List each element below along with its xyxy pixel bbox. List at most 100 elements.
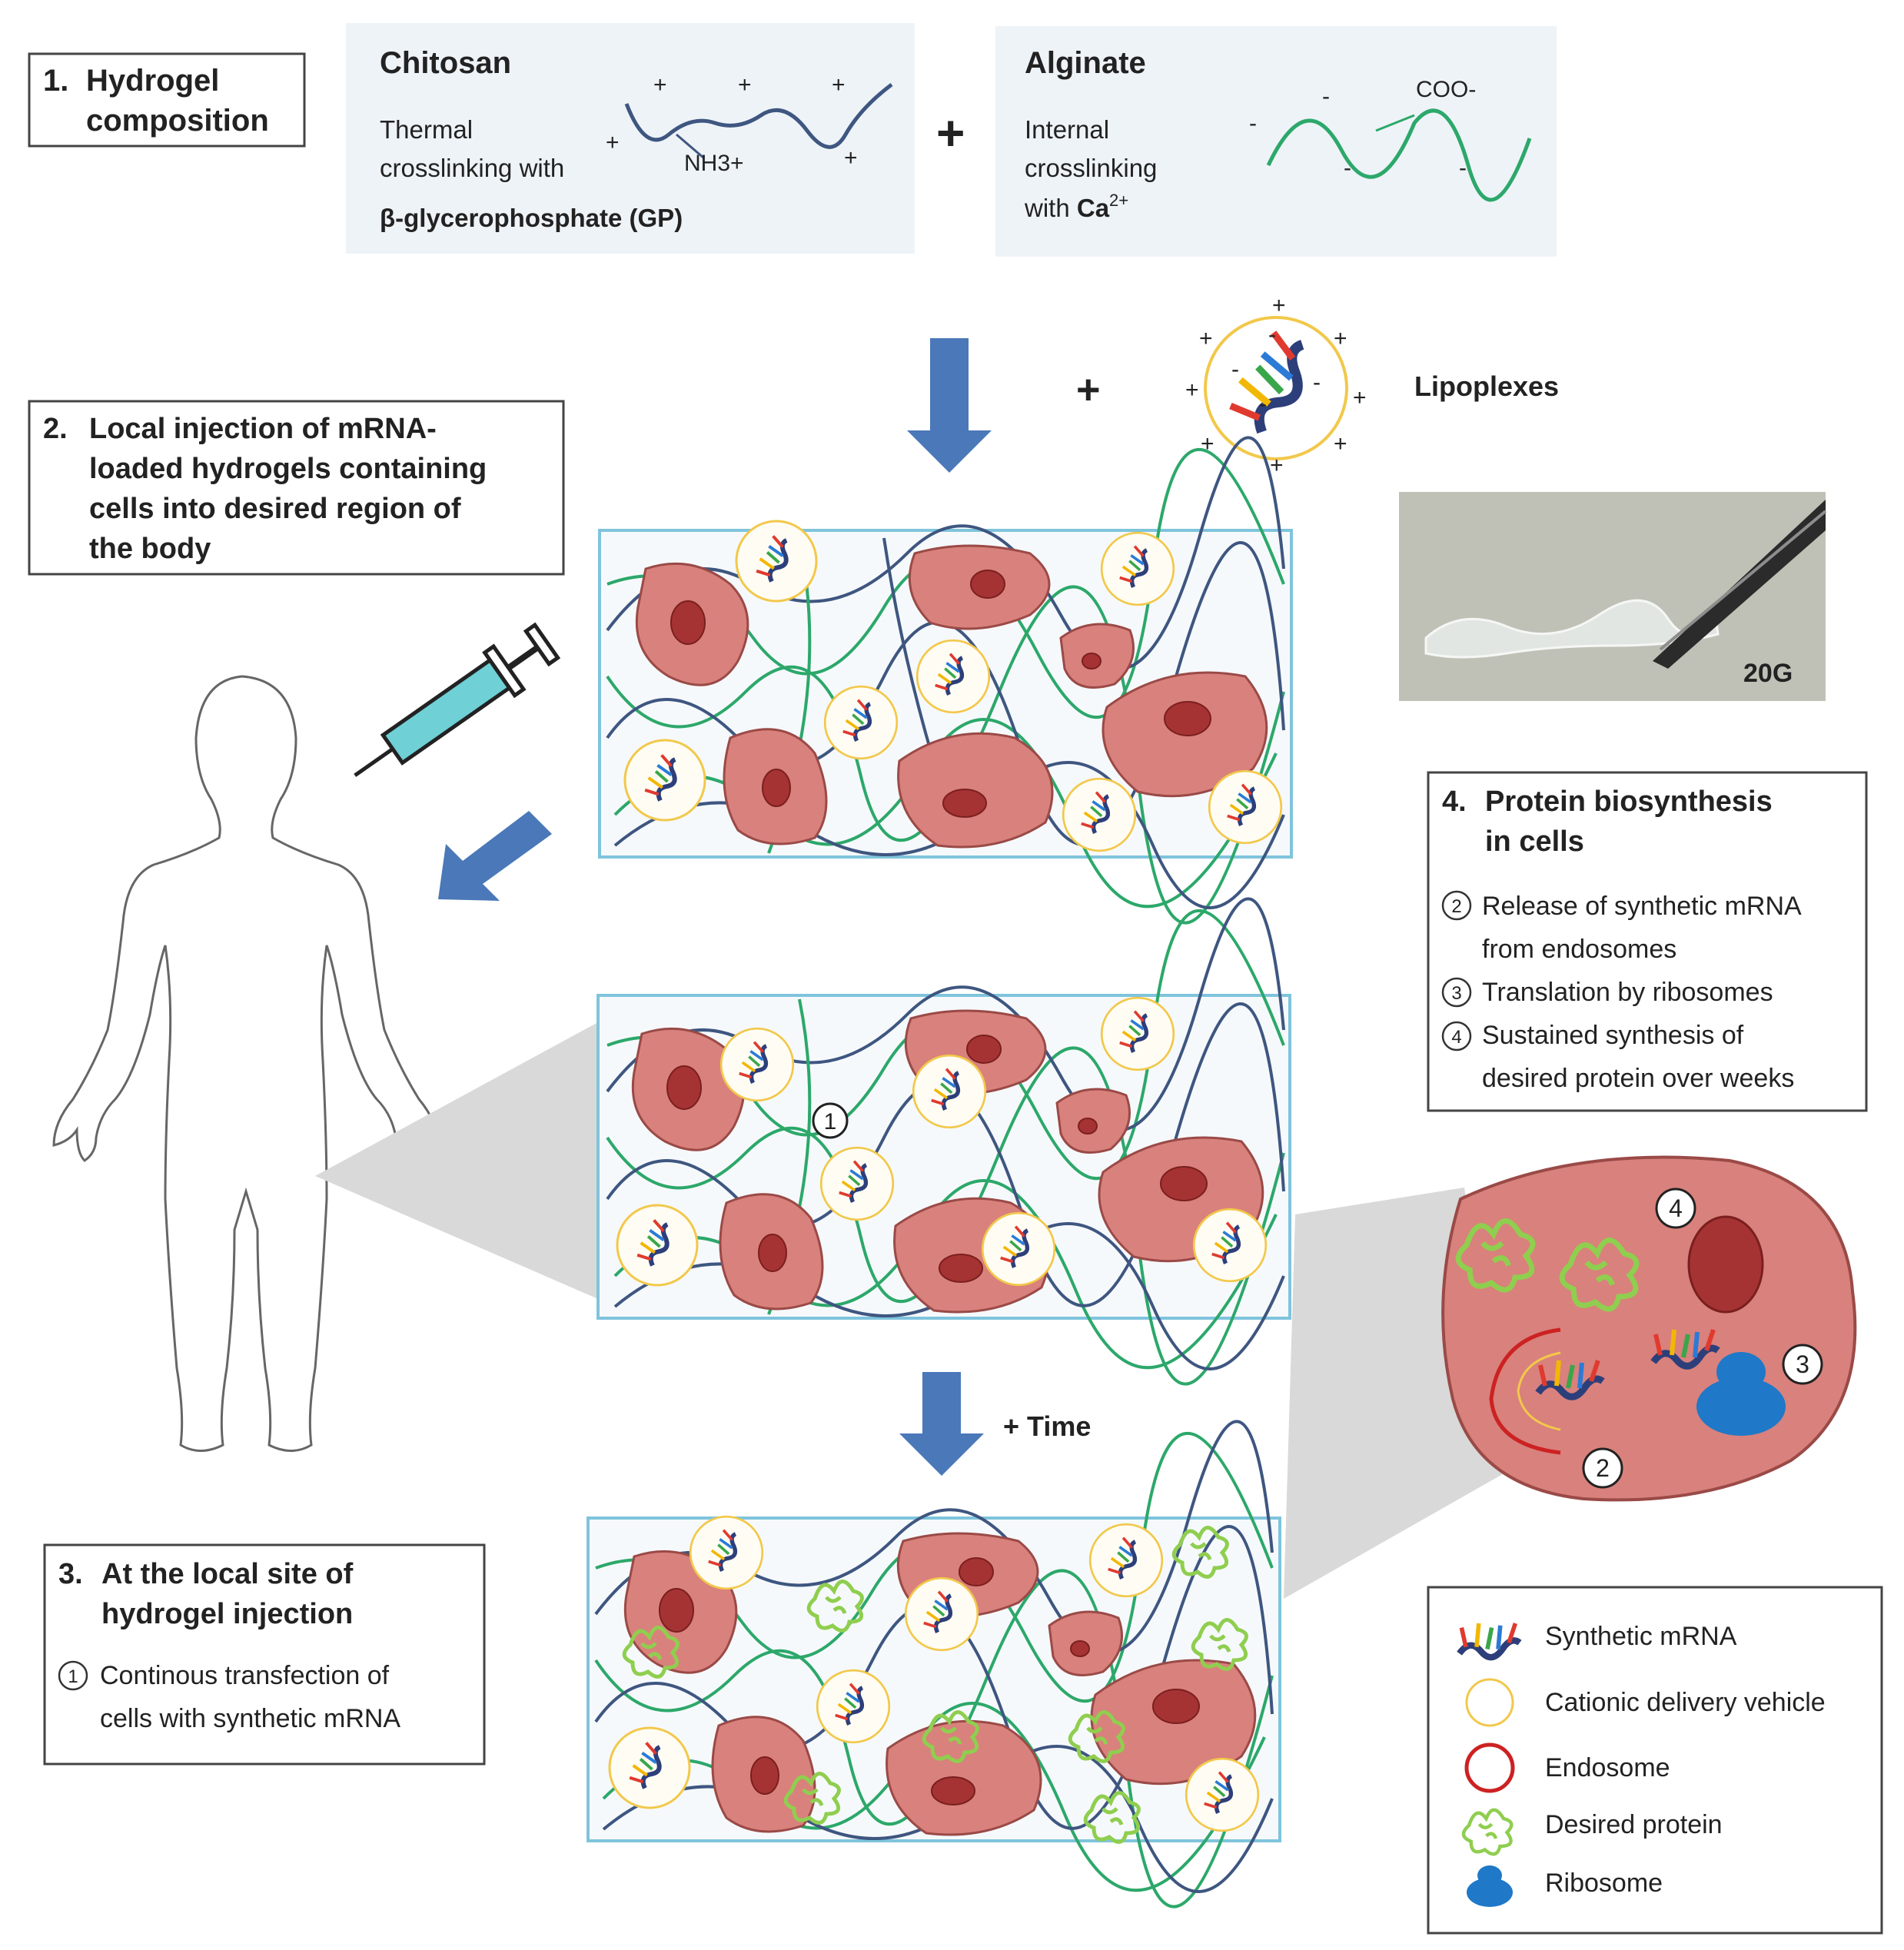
charge-plus: +: [606, 130, 620, 155]
marker-circle: [812, 1102, 849, 1139]
legend-label: Cationic delivery vehicle: [1545, 1688, 1826, 1717]
legend: Synthetic mRNA Cationic delivery vehicle…: [1427, 1586, 1883, 1935]
alginate-chain: [1266, 108, 1532, 202]
human-body-outline: [52, 675, 440, 1452]
charge-minus: -: [1322, 84, 1330, 109]
marker-circle: [1441, 890, 1472, 921]
step1-title-line1: Hydrogel: [86, 64, 219, 98]
photo-label: 20G: [1743, 659, 1793, 688]
step4-item-line: Translation by ribosomes: [1482, 978, 1773, 1007]
charge-plus: +: [1185, 377, 1199, 403]
hydrogel-panel-3: [586, 1420, 1281, 1908]
legend-label: Synthetic mRNA: [1545, 1622, 1737, 1651]
step1-title-line2: composition: [86, 104, 269, 138]
cationic-vehicle-icon: [1465, 1678, 1514, 1727]
down-arrow-icon: [899, 1372, 984, 1476]
legend-label: Ribosome: [1545, 1869, 1663, 1898]
charge-minus: -: [1344, 155, 1351, 181]
alginate-panel: Alginate Internal crosslinking with Ca2+…: [995, 26, 1557, 257]
step4-number: 4.: [1442, 786, 1467, 818]
charge-plus: +: [1334, 431, 1347, 457]
zoomed-cell: 4 3 2: [1441, 1155, 1857, 1502]
step2-box: 2. Local injection of mRNA- loaded hydro…: [28, 400, 565, 576]
step3-box: 3. At the local site of hydrogel injecti…: [43, 1543, 486, 1766]
charge-plus: +: [738, 72, 752, 98]
plus-sign-compose: +: [936, 105, 965, 161]
charge-minus: -: [1459, 155, 1467, 181]
charge-plus: +: [1199, 326, 1213, 351]
legend-label: Endosome: [1545, 1753, 1670, 1782]
charge-plus: +: [1272, 293, 1286, 318]
down-arrow-icon: [907, 338, 992, 473]
step4-item-marker: 2: [1451, 896, 1461, 917]
alginate-line1: Internal: [1025, 115, 1109, 144]
lipoplex-icon: + + + + + + + + - - - -: [1185, 293, 1367, 478]
charge-plus: +: [1334, 326, 1347, 351]
charge-minus: -: [1249, 111, 1257, 136]
step3-item-line: cells with synthetic mRNA: [100, 1704, 400, 1733]
marker-circle: [1441, 1021, 1472, 1051]
alginate-title: Alginate: [1025, 46, 1146, 80]
endosome-icon: [1464, 1742, 1515, 1793]
cell-marker-4: 4: [1669, 1194, 1683, 1222]
time-label: + Time: [1003, 1410, 1091, 1442]
marker-circle: [1582, 1447, 1623, 1489]
nucleus: [1687, 1215, 1764, 1314]
marker-circle: [1782, 1344, 1823, 1385]
marker-circle: [1441, 977, 1472, 1008]
ribosome-icon: [1696, 1352, 1786, 1436]
hydrogel-panel-1: [598, 436, 1293, 925]
alginate-line3: with Ca2+: [1024, 191, 1128, 222]
step1-number: 1.: [43, 64, 68, 98]
step4-title-line: Protein biosynthesis: [1485, 786, 1773, 818]
step4-box: 4. Protein biosynthesis in cells 2 Relea…: [1427, 771, 1868, 1112]
hydrogel-panel-2: 1: [596, 897, 1291, 1386]
hydrogel-photo: 20G: [1399, 492, 1827, 701]
zoom-wedge: [315, 1022, 598, 1299]
gel-marker-1: 1: [824, 1109, 837, 1134]
ribosome-icon: [1467, 1865, 1513, 1907]
chitosan-panel: Chitosan Thermal crosslinking with β-gly…: [346, 23, 915, 254]
charge-minus: -: [1268, 322, 1276, 347]
marker-circle: [1655, 1188, 1696, 1229]
charge-plus: +: [832, 72, 846, 98]
alginate-group-label: COO-: [1416, 77, 1476, 102]
charge-minus: -: [1313, 370, 1321, 395]
chitosan-chain: [624, 83, 893, 149]
alginate-line2: crosslinking: [1025, 154, 1157, 182]
step2-line: cells into desired region of: [89, 493, 461, 525]
step3-item-line: Continous transfection of: [100, 1661, 390, 1690]
step2-line: Local injection of mRNA-: [89, 413, 437, 445]
cell-marker-2: 2: [1596, 1454, 1610, 1482]
step3-title-line: hydrogel injection: [101, 1598, 353, 1630]
syringe-icon: [354, 622, 561, 777]
step4-title-line: in cells: [1485, 826, 1584, 858]
endosome-icon: [1489, 1327, 1561, 1455]
charge-plus: +: [844, 145, 858, 171]
step2-line: loaded hydrogels containing: [89, 453, 487, 485]
chitosan-line1: Thermal: [380, 115, 473, 144]
charge-minus: -: [1259, 391, 1267, 417]
chitosan-title: Chitosan: [380, 46, 511, 80]
step4-item-line: from endosomes: [1482, 935, 1676, 964]
step4-item-line: Release of synthetic mRNA: [1482, 892, 1802, 921]
charge-plus: +: [1353, 385, 1367, 410]
legend-label: Desired protein: [1545, 1810, 1723, 1839]
chitosan-group-label: NH3+: [684, 151, 744, 176]
step3-title-line: At the local site of: [101, 1558, 354, 1590]
step4-item-marker: 4: [1451, 1027, 1461, 1048]
marker-circle: [58, 1660, 88, 1691]
plus-sign-lipoplex: +: [1076, 367, 1101, 413]
chitosan-line3: β-glycerophosphate (GP): [380, 204, 683, 232]
step4-item-marker: 3: [1451, 983, 1461, 1004]
diagonal-arrow-icon: [438, 811, 552, 901]
step3-number: 3.: [58, 1558, 83, 1590]
charge-plus: +: [1270, 453, 1284, 478]
step2-number: 2.: [43, 413, 68, 445]
step2-line: the body: [89, 533, 211, 565]
step4-item-line: desired protein over weeks: [1482, 1064, 1794, 1093]
step4-item-line: Sustained synthesis of: [1482, 1021, 1744, 1050]
charge-minus: -: [1231, 357, 1239, 382]
step1-box: 1. Hydrogel composition: [28, 52, 306, 148]
cell-marker-3: 3: [1796, 1350, 1809, 1378]
